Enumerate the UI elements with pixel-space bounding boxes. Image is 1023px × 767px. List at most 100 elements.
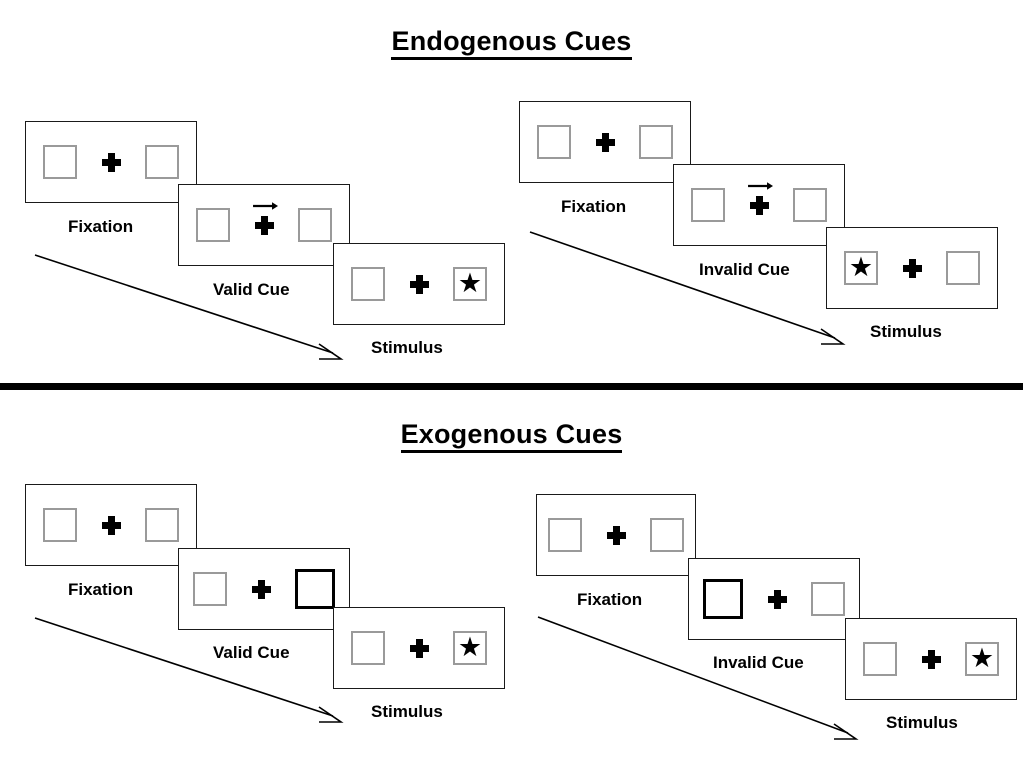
- plus-sign-icon: [409, 638, 429, 658]
- plus-sign-icon: [921, 649, 941, 669]
- section-divider: [0, 383, 1023, 390]
- left-box: [196, 208, 230, 242]
- caption-endogenous-valid-stimulus: Stimulus: [371, 338, 443, 357]
- spacer: [274, 225, 298, 226]
- plus-sign-icon: [749, 195, 769, 215]
- spacer: [878, 268, 902, 269]
- caption-exogenous-invalid-fixation: Fixation: [577, 590, 643, 609]
- caption-endogenous-valid-cue: Valid Cue: [213, 280, 290, 299]
- plus-sign-icon: [595, 132, 615, 152]
- star-icon: ★: [848, 251, 874, 282]
- panel-exogenous-invalid-fixation[interactable]: [536, 494, 696, 576]
- spacer: [429, 648, 453, 649]
- left-box: [43, 145, 77, 179]
- right-box: [946, 251, 980, 285]
- caption-exogenous-invalid-cue: Invalid Cue: [713, 653, 804, 672]
- spacer: [922, 268, 946, 269]
- star-icon: ★: [969, 642, 995, 673]
- plus-sign-icon: [101, 515, 121, 535]
- right-box-target: ★: [965, 642, 999, 676]
- spacer: [271, 589, 295, 590]
- spacer: [743, 599, 767, 600]
- spacer: [385, 284, 409, 285]
- fixation-cross-wrap: [253, 202, 279, 235]
- fixation-cross-wrap: [595, 132, 615, 152]
- caption-endogenous-invalid-stimulus: Stimulus: [870, 322, 942, 341]
- right-box: [145, 145, 179, 179]
- timeline-arrow-endogenous-invalid: [529, 231, 846, 345]
- spacer: [769, 205, 793, 206]
- panel-endogenous-invalid-stimulus[interactable]: ★: [826, 227, 998, 309]
- right-box-target: ★: [453, 267, 487, 301]
- panel-endogenous-invalid-fixation[interactable]: [519, 101, 691, 183]
- timeline-arrow-endogenous-valid: [34, 254, 344, 360]
- left-box: [351, 267, 385, 301]
- right-box-target: ★: [453, 631, 487, 665]
- fixation-cross-wrap: [902, 258, 922, 278]
- spacer: [725, 205, 749, 206]
- right-box: [650, 518, 684, 552]
- fixation-cross-wrap: [921, 649, 941, 669]
- left-box-cued: [703, 579, 743, 619]
- section-title-exogenous-text: Exogenous Cues: [400, 419, 623, 453]
- spacer: [429, 284, 453, 285]
- panel-exogenous-invalid-cue[interactable]: [688, 558, 860, 640]
- arrow-right-icon: [748, 182, 774, 190]
- fixation-cross-wrap: [748, 182, 774, 215]
- spacer: [385, 648, 409, 649]
- right-box: [793, 188, 827, 222]
- timeline-arrow-exogenous-valid: [34, 617, 344, 723]
- plus-sign-icon: [767, 589, 787, 609]
- fixation-cross-wrap: [101, 152, 121, 172]
- plus-sign-icon: [606, 525, 626, 545]
- caption-exogenous-invalid-stimulus: Stimulus: [886, 713, 958, 732]
- fixation-cross-wrap: [409, 274, 429, 294]
- panel-endogenous-valid-stimulus[interactable]: ★: [333, 243, 505, 325]
- panel-endogenous-valid-cue[interactable]: [178, 184, 350, 266]
- left-box: [351, 631, 385, 665]
- fixation-cross-wrap: [251, 579, 271, 599]
- spacer: [897, 659, 921, 660]
- arrow-right-icon: [253, 202, 279, 210]
- star-icon: ★: [457, 631, 483, 662]
- panel-endogenous-invalid-cue[interactable]: [673, 164, 845, 246]
- fixation-cross-wrap: [767, 589, 787, 609]
- section-title-exogenous: Exogenous Cues: [0, 419, 1023, 453]
- spacer: [615, 142, 639, 143]
- spacer: [582, 535, 606, 536]
- left-box: [537, 125, 571, 159]
- fixation-cross-wrap: [101, 515, 121, 535]
- spacer: [626, 535, 650, 536]
- caption-endogenous-invalid-fixation: Fixation: [561, 197, 627, 216]
- right-box: [298, 208, 332, 242]
- left-box-target: ★: [844, 251, 878, 285]
- spacer: [121, 525, 145, 526]
- left-box: [43, 508, 77, 542]
- panel-exogenous-valid-stimulus[interactable]: ★: [333, 607, 505, 689]
- left-box: [548, 518, 582, 552]
- panel-exogenous-valid-cue[interactable]: [178, 548, 350, 630]
- plus-sign-icon: [101, 152, 121, 172]
- fixation-cross-wrap: [606, 525, 626, 545]
- timeline-arrow-exogenous-invalid: [537, 616, 859, 740]
- left-box: [193, 572, 227, 606]
- panel-exogenous-valid-fixation[interactable]: [25, 484, 197, 566]
- fixation-cross-wrap: [409, 638, 429, 658]
- right-box: [811, 582, 845, 616]
- plus-sign-icon: [409, 274, 429, 294]
- caption-endogenous-valid-fixation: Fixation: [68, 217, 134, 236]
- spacer: [77, 162, 101, 163]
- panel-exogenous-invalid-stimulus[interactable]: ★: [845, 618, 1017, 700]
- panel-endogenous-valid-fixation[interactable]: [25, 121, 197, 203]
- caption-endogenous-invalid-cue: Invalid Cue: [699, 260, 790, 279]
- section-title-endogenous: Endogenous Cues: [0, 26, 1023, 60]
- left-box: [863, 642, 897, 676]
- section-title-endogenous-text: Endogenous Cues: [391, 26, 632, 60]
- caption-exogenous-valid-fixation: Fixation: [68, 580, 134, 599]
- spacer: [121, 162, 145, 163]
- right-box: [145, 508, 179, 542]
- plus-sign-icon: [251, 579, 271, 599]
- star-icon: ★: [457, 267, 483, 298]
